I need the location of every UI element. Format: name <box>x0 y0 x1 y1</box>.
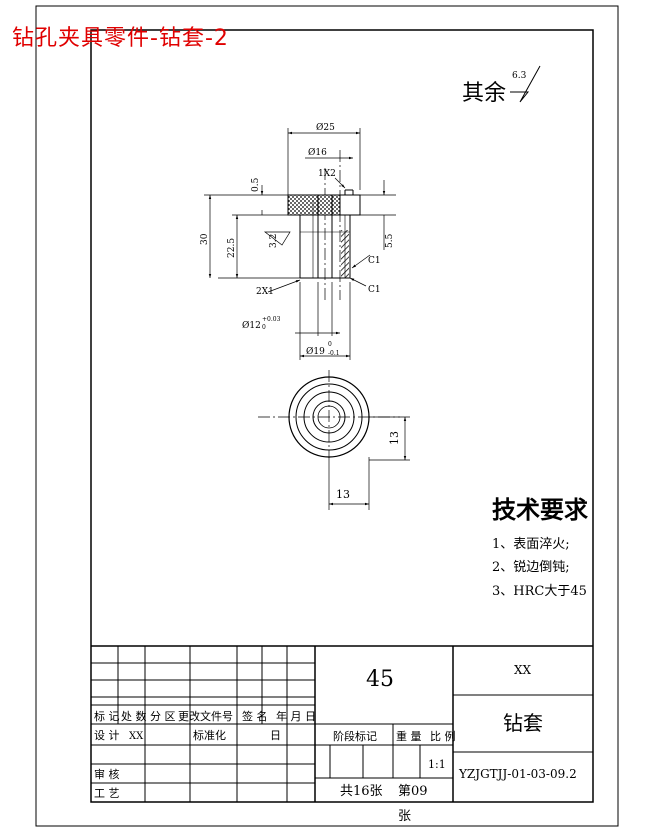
roughness-note: 其余 6.3 <box>462 65 541 106</box>
process-label: 工 艺 <box>94 787 120 800</box>
drawing-number: YZJGTJJ-01-03-09.2 <box>458 767 577 781</box>
tech-item-2: 2、锐边倒钝; <box>492 560 570 575</box>
dim-1x2: 1X2 <box>318 169 336 179</box>
dim-30: 30 <box>200 233 210 245</box>
dim-d12: Ø12 <box>242 320 261 331</box>
hdr-docno: 更改文件号 <box>178 709 233 723</box>
scale-value: 1:1 <box>428 758 446 771</box>
tech-heading: 技术要求 <box>492 495 588 524</box>
roughness-prefix: 其余 <box>462 81 506 106</box>
sheet-total: 共16张 <box>340 784 383 799</box>
hdr-date: 年 月 日 <box>276 709 316 723</box>
title-block-text: 45 XX 钻套 YZJGTJJ-01-03-09.2 标 记 处 数 分 区 … <box>94 663 577 824</box>
section-hatch <box>341 230 349 278</box>
roughness-3-2: 3.2 <box>269 234 279 248</box>
front-dimensions <box>204 128 396 360</box>
dim-2x1: 2X1 <box>256 287 274 297</box>
std-date: 日 <box>270 729 281 742</box>
outer-border <box>35 5 619 827</box>
hdr-sign: 签 名 <box>242 709 268 723</box>
dim-d19-lower: -0.1 <box>328 350 340 357</box>
dim-d12-lower: 0 <box>262 324 266 331</box>
dim-d19-upper: 0 <box>328 341 332 348</box>
dim-13-horizontal: 13 <box>336 488 350 501</box>
hdr-zone: 分 区 <box>150 710 176 723</box>
dimension-labels: Ø25 Ø16 1X2 0.5 30 22.5 3.2 5.5 C1 C1 2X… <box>200 122 401 501</box>
dim-22-5: 22.5 <box>227 238 237 258</box>
dim-d12-upper: +0.03 <box>262 316 281 323</box>
dim-d19: Ø19 <box>306 346 325 357</box>
tech-item-3: 3、HRC大于45 <box>492 584 587 599</box>
sheet-unit: 张 <box>398 809 411 824</box>
material: 45 <box>366 667 394 692</box>
dim-0-5: 0.5 <box>251 177 261 192</box>
tech-item-1: 1、表面淬火; <box>492 537 570 552</box>
part-name: 钻套 <box>503 711 543 735</box>
dim-d16: Ø16 <box>308 147 327 158</box>
dim-13-vertical: 13 <box>388 431 401 445</box>
company: XX <box>514 663 532 677</box>
hdr-count: 处 数 <box>121 710 147 723</box>
hdr-marks: 标 记 <box>94 709 120 723</box>
scale-label: 比 例 <box>430 729 456 743</box>
designer: XX <box>129 731 144 742</box>
dim-d25: Ø25 <box>316 122 335 133</box>
top-view <box>258 370 410 510</box>
title-block <box>91 645 593 802</box>
dim-c1-b: C1 <box>368 285 381 295</box>
document-title: 钻孔夹具零件-钻套-2 <box>12 26 229 51</box>
technical-requirements: 技术要求 1、表面淬火; 2、锐边倒钝; 3、HRC大于45 <box>492 495 588 599</box>
weight-label: 重 量 <box>396 729 422 743</box>
designer-label: 设 计 <box>94 729 120 742</box>
roughness-value: 6.3 <box>512 71 527 81</box>
dim-c1-a: C1 <box>368 256 381 266</box>
check-label: 审 核 <box>94 767 120 781</box>
front-section-view <box>287 150 361 300</box>
std-label: 标准化 <box>193 728 226 742</box>
inner-frame <box>90 29 594 803</box>
sheet-number: 第09 <box>398 784 428 799</box>
dim-5-5: 5.5 <box>385 233 395 248</box>
stage-label: 阶段标记 <box>333 729 377 743</box>
